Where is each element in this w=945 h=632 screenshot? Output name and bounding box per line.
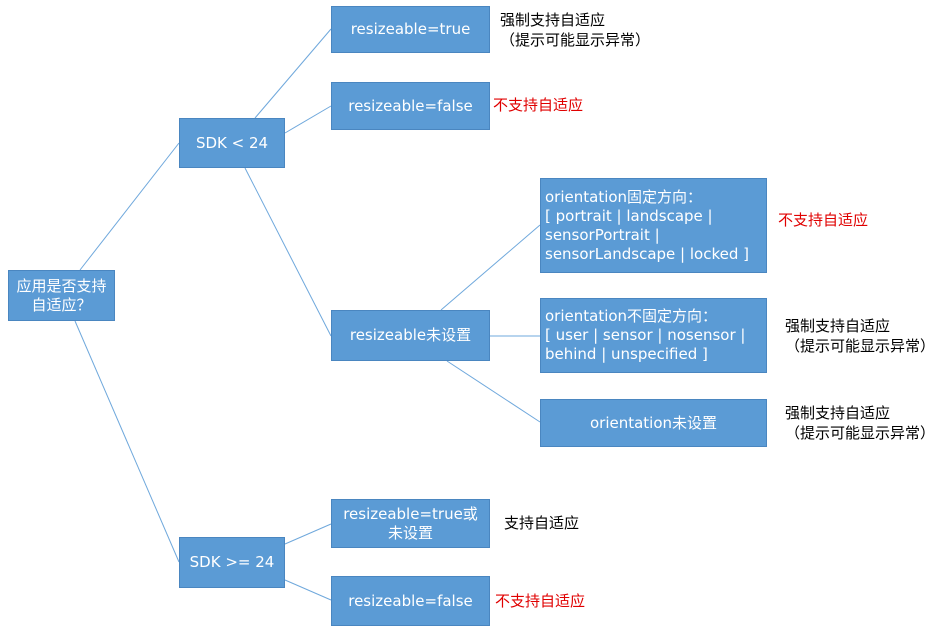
lt-false-note: 不支持自适应 <box>493 96 584 114</box>
orientation-unset-node: orientation未设置 <box>540 399 767 447</box>
lt-resizeable-false-label: resizeable=false <box>348 96 473 115</box>
edge-sdklt-true <box>254 28 332 119</box>
edge-root-sdk-ge <box>74 320 180 563</box>
ge-false-note: 不支持自适应 <box>495 592 586 610</box>
ge-resizeable-false-label: resizeable=false <box>348 591 473 610</box>
ge-true-or-unset-note: 支持自适应 <box>504 514 580 532</box>
orientation-unset-note: 强制支持自适应 （提示可能显示异常） <box>785 404 936 442</box>
lt-resizeable-unset-node: resizeable未设置 <box>331 310 490 361</box>
sdk-ge-24-label: SDK >= 24 <box>189 553 275 571</box>
lt-resizeable-true-label: resizeable=true <box>350 20 471 38</box>
orientation-fixed-label: orientation固定方向： [ portrait | landscape … <box>545 187 749 263</box>
edge-sdkge-trueunset <box>284 523 332 545</box>
edge-unset-orient-unset <box>446 360 541 423</box>
orientation-not-fixed-note: 强制支持自适应 （提示可能显示异常） <box>785 317 936 355</box>
root-node-label: 应用是否支持 自适应？ <box>16 276 107 314</box>
ge-resizeable-true-or-unset-node: resizeable=true或 未设置 <box>331 499 490 548</box>
lt-resizeable-false-node: resizeable=false <box>331 82 490 130</box>
edge-sdkge-false <box>284 579 332 601</box>
orientation-not-fixed-label: orientation不固定方向： [ user | sensor | nose… <box>545 307 746 363</box>
orientation-fixed-note: 不支持自适应 <box>778 211 869 229</box>
sdk-lt-24-node: SDK < 24 <box>179 118 285 168</box>
lt-resizeable-unset-label: resizeable未设置 <box>349 326 472 344</box>
orientation-not-fixed-node: orientation不固定方向： [ user | sensor | nose… <box>540 298 767 373</box>
ge-resizeable-false-node: resizeable=false <box>331 576 490 626</box>
sdk-lt-24-label: SDK < 24 <box>195 133 269 152</box>
orientation-fixed-node: orientation固定方向： [ portrait | landscape … <box>540 178 767 273</box>
edge-sdklt-false <box>284 105 332 134</box>
ge-resizeable-true-or-unset-label: resizeable=true或 未设置 <box>343 504 478 542</box>
edge-root-sdk-lt <box>79 142 180 271</box>
orientation-unset-label: orientation未设置 <box>589 413 718 432</box>
edge-unset-fixed <box>440 224 541 311</box>
lt-resizeable-true-node: resizeable=true <box>331 6 490 53</box>
lt-true-note: 强制支持自适应 （提示可能显示异常） <box>500 11 651 49</box>
root-node: 应用是否支持 自适应？ <box>8 270 115 321</box>
sdk-ge-24-node: SDK >= 24 <box>179 537 285 588</box>
edge-sdklt-unset <box>244 167 332 337</box>
